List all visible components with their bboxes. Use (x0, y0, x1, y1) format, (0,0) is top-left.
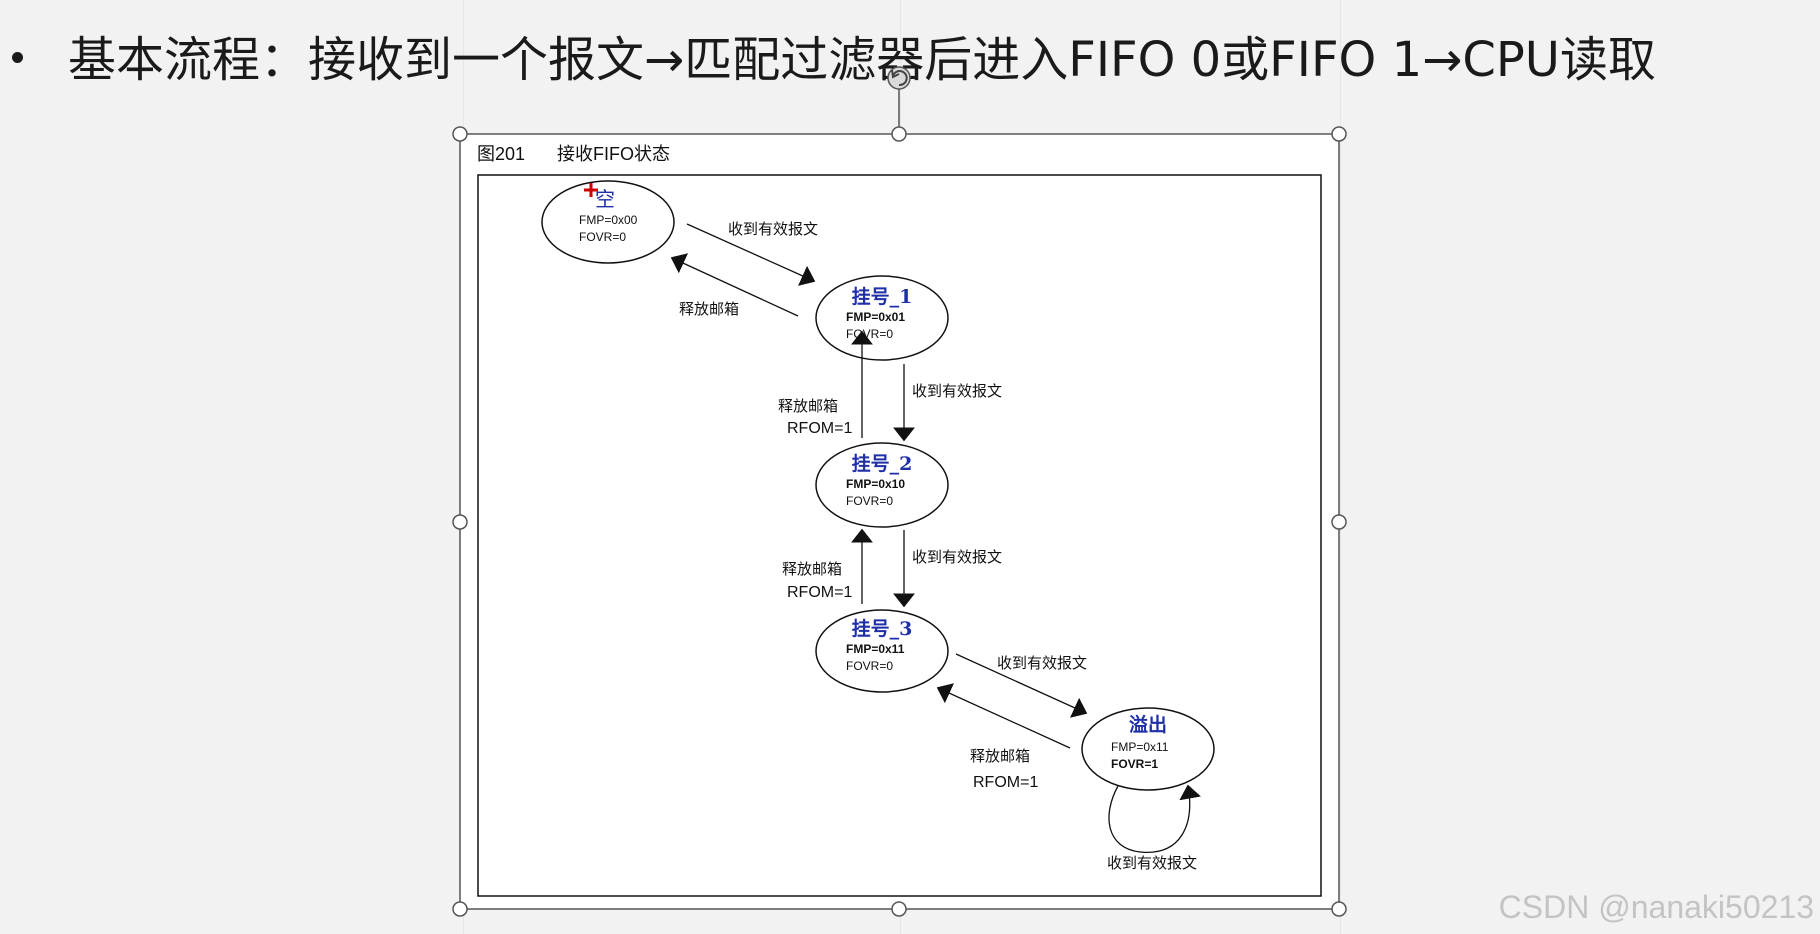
label-rfom: RFOM=1 (787, 420, 852, 437)
arrow-release-overflow-to-3 (936, 683, 1071, 749)
arrow-receive-overflow-self-loop (1108, 784, 1202, 853)
resize-handle-bottom[interactable] (891, 901, 907, 917)
label-receive-valid: 收到有效报文 (1107, 854, 1197, 872)
state-fovr: FOVR=1 (1111, 757, 1158, 771)
arrow-receive-empty-to-1 (686, 223, 816, 286)
label-receive-valid: 收到有效报文 (912, 382, 1002, 400)
figure-number: 图201 (477, 144, 525, 164)
state-fmp: FMP=0x01 (846, 310, 905, 324)
cursor-cross-icon (584, 183, 598, 197)
arrow-release-1-to-empty (670, 253, 799, 317)
state-name: 溢出 (1129, 713, 1167, 736)
label-receive-valid: 收到有效报文 (728, 220, 818, 238)
resize-handle-bottom-right[interactable] (1331, 901, 1347, 917)
label-release-mailbox: 释放邮箱 (970, 747, 1030, 765)
state-pending-1: 挂号_1 FMP=0x01 FOVR=0 (815, 275, 949, 361)
state-fmp: FMP=0x11 (846, 642, 905, 656)
label-rfom: RFOM=1 (787, 584, 852, 601)
state-fovr: FOVR=0 (579, 230, 626, 244)
resize-handle-top-right[interactable] (1331, 126, 1347, 142)
resize-handle-right[interactable] (1331, 514, 1347, 530)
state-name: 挂号_3 (852, 617, 913, 640)
state-fmp: FMP=0x00 (579, 213, 638, 227)
state-empty: 空 FMP=0x00 FOVR=0 (541, 180, 675, 264)
label-receive-valid: 收到有效报文 (997, 654, 1087, 672)
bullet-heading: 基本流程：接收到一个报文→匹配过滤器后进入FIFO 0或FIFO 1→CPU读取 (68, 32, 1656, 88)
label-rfom: RFOM=1 (973, 774, 1038, 791)
state-name: 挂号_2 (852, 452, 913, 475)
state-name: 空 (595, 187, 615, 211)
state-overflow: 溢出 FMP=0x11 FOVR=1 (1081, 707, 1215, 791)
state-fmp: FMP=0x11 (1111, 740, 1169, 754)
label-release-mailbox: 释放邮箱 (782, 560, 842, 578)
label-release-mailbox: 释放邮箱 (778, 397, 838, 415)
rotate-arrow-icon (891, 69, 900, 79)
rotate-icon (892, 70, 908, 87)
state-fovr: FOVR=0 (846, 659, 893, 673)
state-name: 挂号_1 (852, 285, 913, 308)
state-fovr: FOVR=0 (846, 327, 893, 341)
resize-handle-top[interactable] (891, 126, 907, 142)
label-receive-valid: 收到有效报文 (912, 548, 1002, 566)
arrow-receive-3-to-overflow (955, 653, 1088, 718)
bullet-dot (12, 52, 23, 63)
state-fmp: FMP=0x10 (846, 477, 905, 491)
state-pending-2: 挂号_2 FMP=0x10 FOVR=0 (815, 442, 949, 528)
rotate-handle[interactable] (887, 66, 911, 90)
resize-handle-top-left[interactable] (452, 126, 468, 142)
state-pending-3: 挂号_3 FMP=0x11 FOVR=0 (815, 609, 949, 693)
resize-handle-left[interactable] (452, 514, 468, 530)
resize-handle-bottom-left[interactable] (452, 901, 468, 917)
label-release-mailbox: 释放邮箱 (679, 300, 739, 318)
figure-title: 接收FIFO状态 (557, 144, 670, 164)
watermark: CSDN @nanaki50213 (1498, 889, 1814, 925)
figure-inner-border (477, 174, 1322, 897)
state-fovr: FOVR=0 (846, 494, 893, 508)
